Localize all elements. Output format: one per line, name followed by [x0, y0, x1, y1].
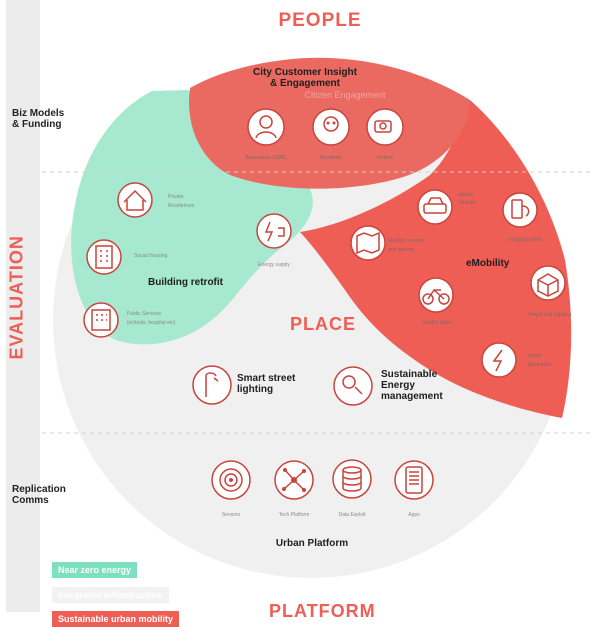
electric-vehicle-icon	[417, 189, 453, 225]
freight-logistics-label: freight and logistics	[528, 312, 572, 318]
charging-point-icon	[502, 192, 538, 228]
visitor-camera-icon	[366, 108, 404, 146]
mobile-app-icon	[394, 460, 434, 500]
sensor-icon	[211, 460, 251, 500]
people-heading: PEOPLE	[278, 10, 362, 31]
energy-supply-label: Energy supply	[258, 262, 290, 268]
legend-near-zero: Near zero energy	[52, 562, 138, 578]
charging-points-label: charging points	[508, 237, 542, 243]
people-subtitle: Citizen Engagement	[304, 90, 386, 100]
platform-label-data: Data Exploit	[338, 512, 366, 518]
mobility-map-icon	[350, 225, 386, 261]
legend-mobility: Sustainable urban mobility	[52, 611, 180, 627]
platform-label-sensors: Sensors	[221, 512, 241, 518]
electric-vehicles-label: electric vehicles	[458, 192, 477, 206]
private-house-icon	[117, 182, 153, 218]
energy-supply-icon	[256, 213, 292, 249]
power-generation-label: power generation	[528, 353, 552, 368]
emobility-region	[300, 100, 572, 418]
social-housing-label: Social Housing	[134, 253, 168, 259]
tech-platform-icon	[274, 460, 314, 500]
smart-lighting-label: Smart street lighting	[237, 373, 296, 395]
energy-management-label: Sustainable Energy management	[381, 369, 443, 402]
urban-platform-title: Urban Platform	[275, 538, 349, 549]
mobility-services-label: Mobility services and parking	[388, 238, 425, 253]
public-services-icon	[83, 302, 119, 338]
resident-woman-icon	[312, 108, 350, 146]
place-heading: PLACE	[290, 314, 357, 334]
legend-integrated: Integrated infrastructure	[52, 587, 169, 603]
businessman-icon	[247, 108, 285, 146]
social-housing-icon	[86, 239, 122, 275]
people-label-visitors: Visitors	[376, 155, 394, 161]
freight-box-icon	[530, 265, 566, 301]
building-retrofit-title: Building retrofit	[148, 277, 223, 288]
evaluation-sidebar	[6, 0, 40, 612]
energy-management-icon	[333, 366, 373, 406]
street-light-icon	[192, 365, 232, 405]
evaluation-heading: EVALUATION	[6, 235, 27, 360]
emobility-title: eMobility	[466, 258, 510, 269]
public-services-label: Public Services (schools, hospital etc)	[127, 311, 176, 326]
platform-label-apps: Apps	[408, 512, 420, 518]
electric-bikes-label: electric bikes	[422, 320, 452, 326]
replication-label: Replication Comms	[12, 484, 66, 506]
power-generation-icon	[481, 342, 517, 378]
platform-label-tech: Tech Platform	[278, 512, 310, 518]
electric-bike-icon	[418, 277, 454, 313]
platform-heading: PLATFORM	[269, 601, 376, 621]
database-icon	[332, 459, 372, 499]
private-residences-label: Private Residences	[168, 194, 195, 209]
biz-models-label: Biz Models & Funding	[12, 108, 65, 130]
people-label-businesses: Businesses (SME)	[245, 155, 287, 161]
people-label-residents: Residents	[319, 155, 343, 161]
people-title: City Customer Insight & Engagement	[253, 67, 357, 89]
